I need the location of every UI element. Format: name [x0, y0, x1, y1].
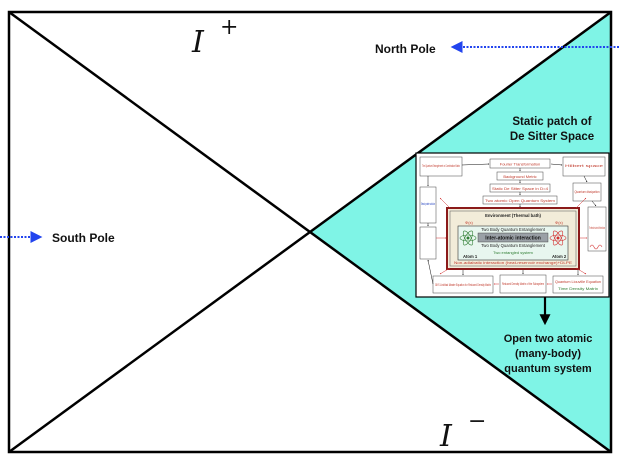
- scri-plus-label: I: [191, 25, 205, 60]
- inset-interaction-label: Inter-atomic interaction: [485, 236, 541, 242]
- diagonal-line-2: [8, 10, 612, 454]
- atom-2-icon: [549, 230, 567, 246]
- inset-box-left-lower: [419, 226, 437, 260]
- open-system-label-line1: Open two atomic: [504, 333, 593, 345]
- inset-box-two-atomic-open-text: Two atomic Open Quantum System: [485, 198, 556, 203]
- inset-box-time-density-text: Time Density Matrix: [558, 286, 598, 291]
- inset-non-adiabatic: Non-adiabatic interaction (heat-reservoi…: [454, 260, 572, 265]
- inset-atom-1-label: Atom 1: [463, 254, 478, 259]
- scri-plus-superscript: +: [220, 15, 238, 40]
- inset-box-fourier-text: Fourier Transformation: [500, 162, 540, 167]
- inset-box-reduced-density-text: Reduced Density Matrix of the Subsystem: [502, 281, 544, 286]
- static-patch-label-line1: Static patch of: [512, 116, 591, 128]
- inset-connector: [591, 200, 597, 207]
- inset-box-liouville-text: Quantum Liouville Equation: [555, 279, 601, 284]
- scri-minus-superscript: −: [468, 409, 486, 434]
- inset-box-hilbert-text: Hilbert space: [565, 163, 604, 168]
- open-quantum-system-flowchart: The Quantum Entanglement or Combination …: [415, 152, 610, 298]
- inset-box-static-ds-text: Static De Sitter Space in D=4: [492, 186, 549, 191]
- inset-wave-icon: [589, 244, 603, 250]
- inset-box-effective: [587, 206, 607, 252]
- inset-box-entanglement-matrix-text: The Quantum Entanglement or Combination …: [422, 163, 460, 168]
- inset-box-gks-text: GKS Lindblad Master Equation for Reduced…: [435, 282, 491, 287]
- inset-environment-label: Environment (Thermal bath): [485, 213, 541, 218]
- inset-connector: [575, 197, 587, 209]
- inset-box-background-metric-text: Background Metric: [503, 174, 536, 179]
- inset-connector: [575, 267, 587, 275]
- north-pole-label: North Pole: [375, 42, 436, 56]
- south-pole-label: South Pole: [52, 231, 115, 245]
- inset-connector: [583, 175, 588, 183]
- scri-minus-label: I: [439, 419, 453, 454]
- atom-1-icon: [459, 230, 477, 246]
- inset-connector: [439, 197, 451, 209]
- inset-connector: [439, 267, 451, 275]
- open-system-label-line2: (many-body): [515, 348, 581, 360]
- inset-atoms-box: [457, 225, 569, 261]
- inset-box-entanglement-matrix: [419, 156, 463, 177]
- inset-box-effective-text: The effective Lamb shift Hamiltonian: [589, 225, 605, 230]
- inset-entanglement-bottom: Two Body Quantum Entanglement: [481, 243, 546, 248]
- inset-interaction-bar: [477, 232, 549, 243]
- inset-two-entangled: Two entangled system: [493, 250, 533, 255]
- inset-connector: [427, 259, 434, 285]
- inset-entanglement-top: Two Body Quantum Entanglement: [481, 227, 546, 232]
- inset-connector: [550, 163, 563, 166]
- inset-box-left-label: Steady state solution: [421, 201, 435, 206]
- inset-box-reduced-density: [499, 274, 547, 294]
- inset-atom-2-label: Atom 2: [552, 254, 567, 259]
- inset-environment-inner: [449, 210, 577, 267]
- inset-box-quantum-dissip-text: Quantum dissipation: [575, 189, 600, 194]
- inset-box-gks: [432, 275, 494, 294]
- inset-connector: [461, 163, 490, 166]
- diagram-border: [7, 10, 613, 454]
- inset-box-liouville: [552, 275, 604, 294]
- inset-phi-left: Φ(x): [465, 220, 474, 225]
- open-system-label-line3: quantum system: [504, 363, 592, 375]
- inset-phi-right: Φ(x): [555, 220, 564, 225]
- inset-box-quantum-dissip: [572, 182, 602, 202]
- static-patch-label-line2: De Sitter Space: [510, 131, 594, 143]
